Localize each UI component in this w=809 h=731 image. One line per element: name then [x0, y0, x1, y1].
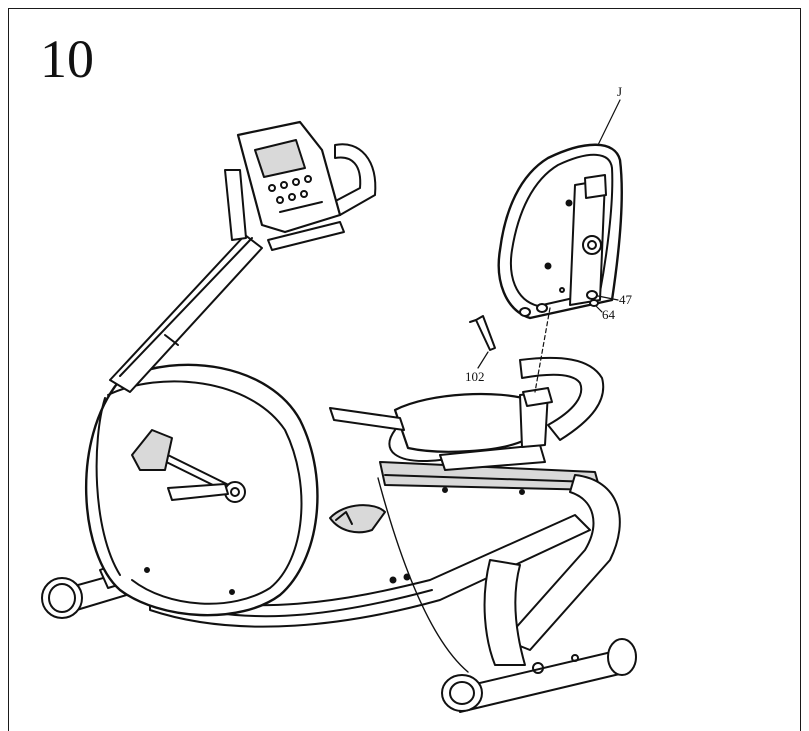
backrest-post: [519, 356, 605, 441]
step-number: 10: [40, 29, 94, 89]
allen-key-icon: [469, 315, 496, 351]
bolts-and-washers: [519, 290, 599, 317]
callout-bolt: 47: [619, 292, 633, 307]
callout-allen-key: 102: [465, 369, 485, 384]
diagram-frame: [8, 8, 801, 731]
backrest-pad: [497, 143, 623, 320]
crank-pedal-assembly: [131, 429, 386, 534]
callout-backrest: J: [617, 84, 622, 99]
handlebar-post: [109, 234, 263, 393]
seat: [329, 391, 549, 471]
console: [236, 120, 345, 251]
leader-lines: [477, 99, 621, 369]
callout-washer: 64: [602, 307, 616, 322]
rear-support: [441, 474, 637, 713]
alignment-line: [534, 307, 551, 393]
cable: [377, 477, 469, 673]
